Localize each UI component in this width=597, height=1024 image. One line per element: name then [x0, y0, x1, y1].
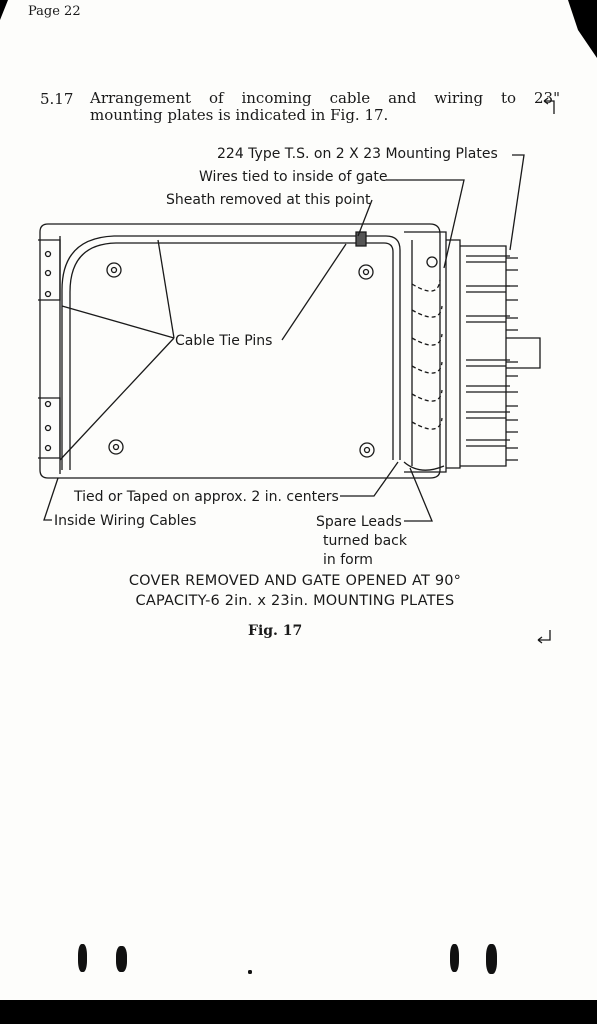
gate	[404, 231, 447, 473]
return-mark	[537, 630, 551, 644]
revision-mark-top	[544, 100, 555, 114]
figure-label: Fig. 17	[248, 623, 303, 639]
punch-hole-mark	[116, 946, 127, 972]
punch-hole-mark	[450, 944, 459, 972]
terminal-strips	[460, 245, 507, 467]
callout-wires-tied: Wires tied to inside of gate	[199, 169, 388, 185]
sheath-removed-marker	[355, 231, 367, 247]
callout-spare-leads-1: Spare Leads	[316, 514, 402, 530]
section-text-line-2: mounting plates is indicated in Fig. 17.	[90, 106, 389, 124]
callout-tied-taped: Tied or Taped on approx. 2 in. centers	[74, 489, 339, 505]
fig-17-diagram	[38, 97, 555, 644]
callout-cable-tie-pins: Cable Tie Pins	[175, 333, 273, 349]
callout-sheath-removed: Sheath removed at this point	[166, 192, 371, 208]
cable-bundle	[61, 235, 401, 470]
punch-hole-mark	[78, 944, 87, 972]
terminal-box-frame	[39, 223, 441, 479]
callout-inside-wiring-cables: Inside Wiring Cables	[54, 513, 197, 529]
section-paragraph: Arrangement of incoming cable and wiring…	[90, 90, 560, 124]
callout-ts-mounting-plates: 224 Type T.S. on 2 X 23 Mounting Plates	[217, 146, 498, 162]
callout-spare-leads-3: in form	[323, 552, 373, 568]
page-number: Page 22	[28, 4, 81, 19]
section-number: 5.17	[40, 90, 74, 108]
callout-spare-leads-2: turned back	[323, 533, 407, 549]
figure-caption-line-2: CAPACITY-6 2in. x 23in. MOUNTING PLATES	[135, 593, 455, 609]
figure-caption-line-1: COVER REMOVED AND GATE OPENED AT 90°	[128, 573, 462, 589]
punch-hole-mark	[248, 970, 252, 974]
section-text-line-1: Arrangement of incoming cable and wiring…	[90, 89, 560, 107]
document-page: Page 22 5.17 Arrangement of incoming cab…	[0, 0, 597, 1000]
punch-hole-mark	[486, 944, 497, 974]
